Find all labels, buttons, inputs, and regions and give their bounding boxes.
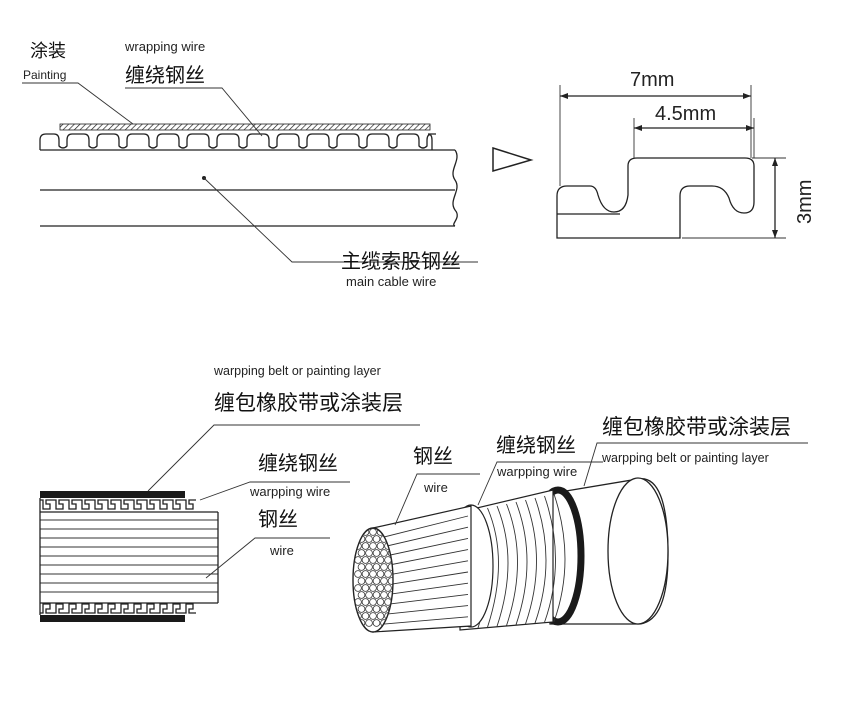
c-wrap-label-en: warpping wire bbox=[496, 464, 577, 479]
arrow-right-icon bbox=[492, 146, 534, 172]
wrapping-wire-profile bbox=[39, 133, 436, 150]
belt-label-zh: 缠包橡胶带或涂装层 bbox=[214, 391, 403, 415]
top-leaders bbox=[22, 82, 478, 263]
wrapping-label-zh: 缠绕钢丝 bbox=[125, 63, 205, 87]
c-wrap-label-zh: 缠绕钢丝 bbox=[496, 433, 576, 457]
profile-detail bbox=[556, 85, 786, 239]
cable3d-leaders bbox=[394, 442, 808, 526]
wrap-label-zh: 缠绕钢丝 bbox=[258, 451, 338, 475]
dim-4-5mm: 4.5mm bbox=[655, 103, 716, 125]
c-wire-label-zh: 钢丝 bbox=[413, 444, 453, 468]
dim-3mm: 3mm bbox=[794, 180, 816, 224]
c-wire-label-en: wire bbox=[423, 480, 448, 495]
main-cable-label-zh: 主缆索股钢丝 bbox=[341, 249, 461, 273]
c-belt-label-zh: 缠包橡胶带或涂装层 bbox=[602, 415, 791, 439]
painting-label-zh: 涂装 bbox=[30, 41, 66, 62]
painting-label-en: Painting bbox=[23, 68, 66, 82]
dim-7mm: 7mm bbox=[630, 69, 674, 91]
bottom-leaders bbox=[147, 424, 420, 579]
main-cable-label-en: main cable wire bbox=[346, 274, 436, 289]
belt-label-en: warpping belt or painting layer bbox=[213, 364, 381, 378]
c-belt-label-en: warpping belt or painting layer bbox=[601, 451, 769, 465]
bottom-longitudinal-section bbox=[39, 491, 219, 622]
painting-layer bbox=[59, 123, 431, 131]
wrapping-label-en: wrapping wire bbox=[124, 39, 205, 54]
wire-label-en: wire bbox=[269, 543, 294, 558]
top-cable-section bbox=[39, 123, 458, 227]
wrap-label-en: warpping wire bbox=[249, 484, 330, 499]
cable-3d bbox=[352, 477, 669, 633]
wire-label-zh: 钢丝 bbox=[258, 507, 298, 531]
